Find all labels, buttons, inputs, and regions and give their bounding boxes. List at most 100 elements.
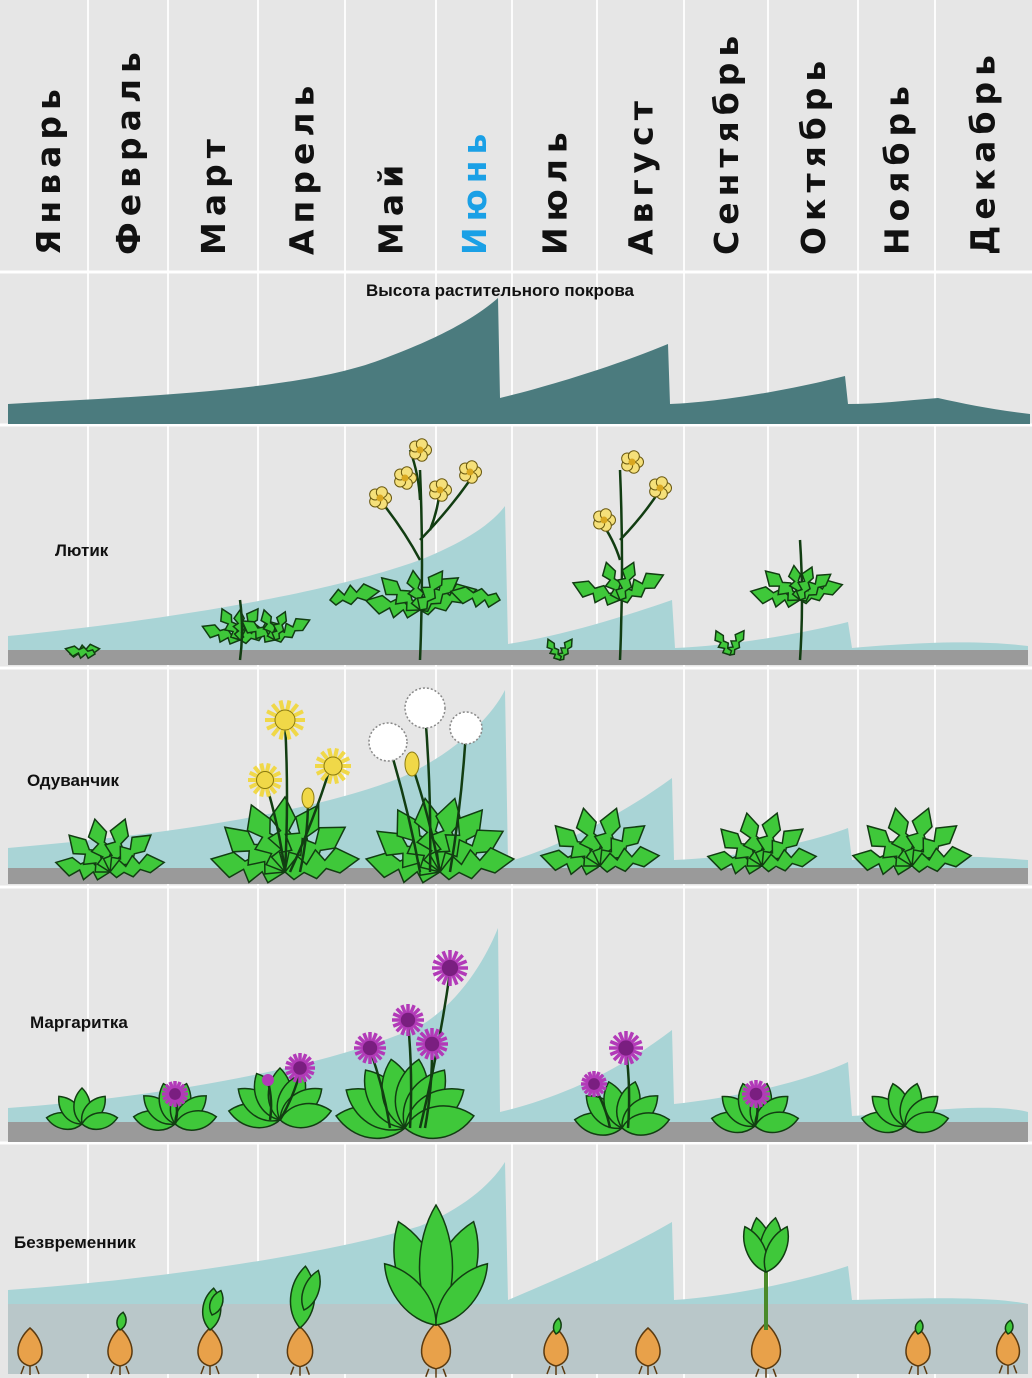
bulb-roots [110, 1365, 130, 1375]
flower-center [416, 446, 424, 454]
leaf [81, 1111, 119, 1131]
stem [448, 729, 468, 873]
jagged-leaf [108, 853, 166, 879]
bulb-roots [546, 1365, 566, 1375]
cover-daisy [8, 928, 1028, 1124]
vegetation-height-area [8, 298, 1030, 424]
ground-buttercup [8, 650, 1028, 665]
leaf [914, 1319, 924, 1335]
jagged-leaf [619, 572, 665, 604]
vegetation-height-caption: Высота растительного покрова [366, 281, 635, 300]
flower-center [401, 474, 409, 482]
jagged-leaf [598, 845, 661, 873]
month-label: Декабрь [964, 49, 1003, 255]
bulb-roots [289, 1366, 311, 1376]
month-label: Июль [536, 126, 575, 255]
stem [238, 599, 244, 661]
leaf [904, 1111, 950, 1134]
soil-colchicum [8, 1304, 1028, 1374]
month-dividers [87, 0, 936, 1378]
leaf [116, 1311, 127, 1331]
ground-dandelion [8, 868, 1028, 884]
flower-center [656, 484, 664, 492]
month-label: Октябрь [794, 55, 833, 255]
jagged-leaf [727, 629, 745, 656]
jagged-leaf [557, 638, 573, 661]
buttercup-plants [64, 438, 844, 661]
stem [288, 767, 332, 873]
leaf [301, 1269, 321, 1312]
panel-label-daisy: Маргаритка [30, 1013, 128, 1032]
month-label: Май [372, 159, 411, 255]
leaf [208, 1289, 224, 1316]
panel-daisy: Маргаритка [8, 928, 1028, 1142]
panel-label-colchicum: Безвременник [14, 1233, 136, 1252]
daisy-center [293, 1061, 307, 1075]
stem [423, 711, 432, 873]
bulb-roots [425, 1368, 447, 1378]
jagged-leaf [449, 586, 502, 609]
daisy-center [424, 1036, 440, 1052]
daisy-center [400, 1012, 416, 1028]
stem [419, 479, 472, 541]
jagged-leaf [795, 565, 815, 601]
daisy-center [362, 1040, 378, 1056]
leaf [435, 1262, 489, 1326]
flower-center [628, 458, 636, 466]
jagged-leaf [546, 637, 563, 661]
stem [618, 469, 624, 661]
bulb-roots [20, 1365, 40, 1375]
dandelion-head [256, 771, 274, 789]
seed-head [404, 687, 446, 729]
seed-head [449, 711, 483, 745]
daisy-center [169, 1088, 181, 1100]
jagged-leaf [764, 570, 801, 602]
daisy-center [618, 1040, 634, 1056]
bulb-roots [200, 1365, 220, 1375]
jagged-leaf [571, 580, 621, 607]
dandelion-bud [404, 751, 420, 777]
flower-center [436, 486, 444, 494]
daisy-center [749, 1087, 763, 1101]
jagged-leaf [380, 576, 421, 612]
panel-dandelion: Одуванчик [8, 687, 1028, 884]
month-label: Сентябрь [707, 30, 746, 255]
month-label: Январь [29, 83, 68, 255]
daisy-plants [45, 950, 950, 1140]
panel-label-buttercup: Лютик [55, 541, 109, 560]
month-label: Август [622, 95, 661, 255]
jagged-leaf [64, 645, 97, 660]
panel-colchicum: Безвременник [8, 1162, 1028, 1378]
jagged-leaf [438, 846, 516, 881]
dandelion-bud [301, 787, 315, 809]
stem [418, 469, 424, 661]
panel-buttercup: Лютик [8, 438, 1028, 665]
month-label: Июнь [455, 128, 494, 255]
leaf [174, 1110, 218, 1131]
jagged-leaf [240, 620, 276, 644]
jagged-leaf [328, 582, 381, 606]
jagged-leaf [416, 569, 444, 611]
month-label: Ноябрь [878, 80, 917, 255]
dandelion-plants [54, 687, 973, 884]
jagged-leaf [283, 846, 361, 881]
jagged-leaf [714, 629, 733, 656]
month-label: Апрель [283, 80, 322, 255]
jagged-leaf [270, 610, 288, 641]
panel-label-dandelion: Одуванчик [27, 771, 120, 790]
jagged-leaf [760, 847, 818, 873]
month-label: Февраль [109, 46, 148, 255]
colchicum-plants [17, 1203, 1021, 1378]
bulb-roots [638, 1365, 658, 1375]
stem [283, 721, 289, 873]
leaf [621, 1112, 671, 1136]
row-separators [0, 270, 1032, 1145]
dandelion-head [274, 709, 296, 731]
vegetation-height-panel: Высота растительного покрова [8, 281, 1030, 424]
leaf [763, 1225, 789, 1273]
leaf [754, 1111, 800, 1134]
